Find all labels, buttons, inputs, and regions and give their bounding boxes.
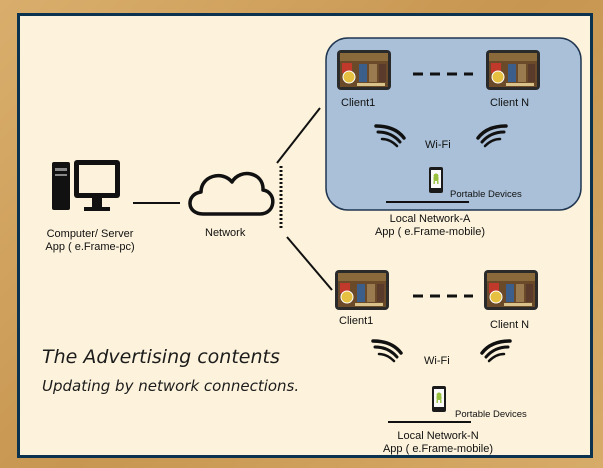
link-network-a bbox=[276, 107, 321, 164]
tagline-subtitle: Updating by network connections. bbox=[42, 377, 300, 395]
network-label: Network bbox=[205, 227, 246, 239]
link-network-n bbox=[286, 236, 333, 291]
portable-devices-label: Portable Devices bbox=[455, 409, 527, 420]
tagline-title: The Advertising contents bbox=[42, 346, 280, 368]
clientN-label: Client N bbox=[490, 97, 530, 109]
tablet-icon bbox=[334, 269, 390, 311]
network-a-caption-line2: App ( e.Frame-mobile) bbox=[374, 226, 486, 238]
cloud-icon bbox=[188, 171, 275, 216]
tablet-icon bbox=[485, 49, 541, 91]
wifi-waves-icon bbox=[480, 339, 512, 363]
android-phone-icon bbox=[429, 167, 443, 193]
client1-label: Client1 bbox=[341, 97, 376, 109]
wifi-label: Wi-Fi bbox=[424, 355, 450, 367]
network-a-caption: Local Network-A App ( e.Frame-mobile) bbox=[364, 213, 496, 239]
network-n-caption-line2: App ( e.Frame-mobile) bbox=[382, 443, 494, 455]
wifi-waves-icon bbox=[371, 339, 403, 363]
network-n-caption-line1: Local Network-N bbox=[397, 430, 479, 442]
computer-icon bbox=[52, 160, 120, 211]
network-n-caption: Local Network-N App ( e.Frame-mobile) bbox=[370, 430, 506, 456]
android-phone-icon bbox=[432, 386, 446, 412]
computer-label: Computer/ Server App ( e.Frame-pc) bbox=[24, 228, 156, 254]
network-a-caption-line1: Local Network-A bbox=[389, 213, 471, 225]
wifi-label: Wi-Fi bbox=[425, 139, 451, 151]
client1-label: Client1 bbox=[339, 315, 374, 327]
tablet-icon bbox=[336, 49, 392, 91]
computer-label-line1: Computer/ Server bbox=[46, 228, 134, 240]
portable-devices-label: Portable Devices bbox=[450, 189, 522, 200]
tablet-icon bbox=[483, 269, 539, 311]
computer-label-line2: App ( e.Frame-pc) bbox=[45, 241, 135, 253]
clientN-label: Client N bbox=[490, 319, 530, 331]
